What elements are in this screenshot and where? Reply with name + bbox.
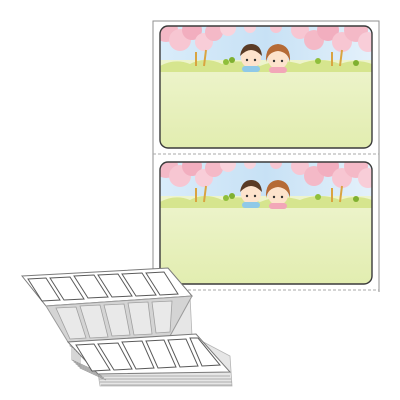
stack-bottom-sheet xyxy=(66,333,232,375)
girl-face xyxy=(265,44,291,73)
meadow-plants xyxy=(195,185,359,203)
label-bottom xyxy=(159,161,373,285)
meadow-plants xyxy=(195,49,359,67)
label-top xyxy=(159,25,373,149)
label-top-border xyxy=(159,25,373,149)
cherry-blossom-band xyxy=(160,26,372,52)
boy-face xyxy=(240,180,262,208)
stack-top-sheet xyxy=(21,267,194,307)
boy-face xyxy=(240,44,262,72)
label-bottom-border xyxy=(159,161,373,285)
girl-face xyxy=(265,180,291,209)
stack-middle-fold xyxy=(45,295,193,343)
fanfold-stack xyxy=(21,267,233,387)
sheet-outline xyxy=(152,20,380,292)
cherry-blossom-band xyxy=(160,162,372,188)
